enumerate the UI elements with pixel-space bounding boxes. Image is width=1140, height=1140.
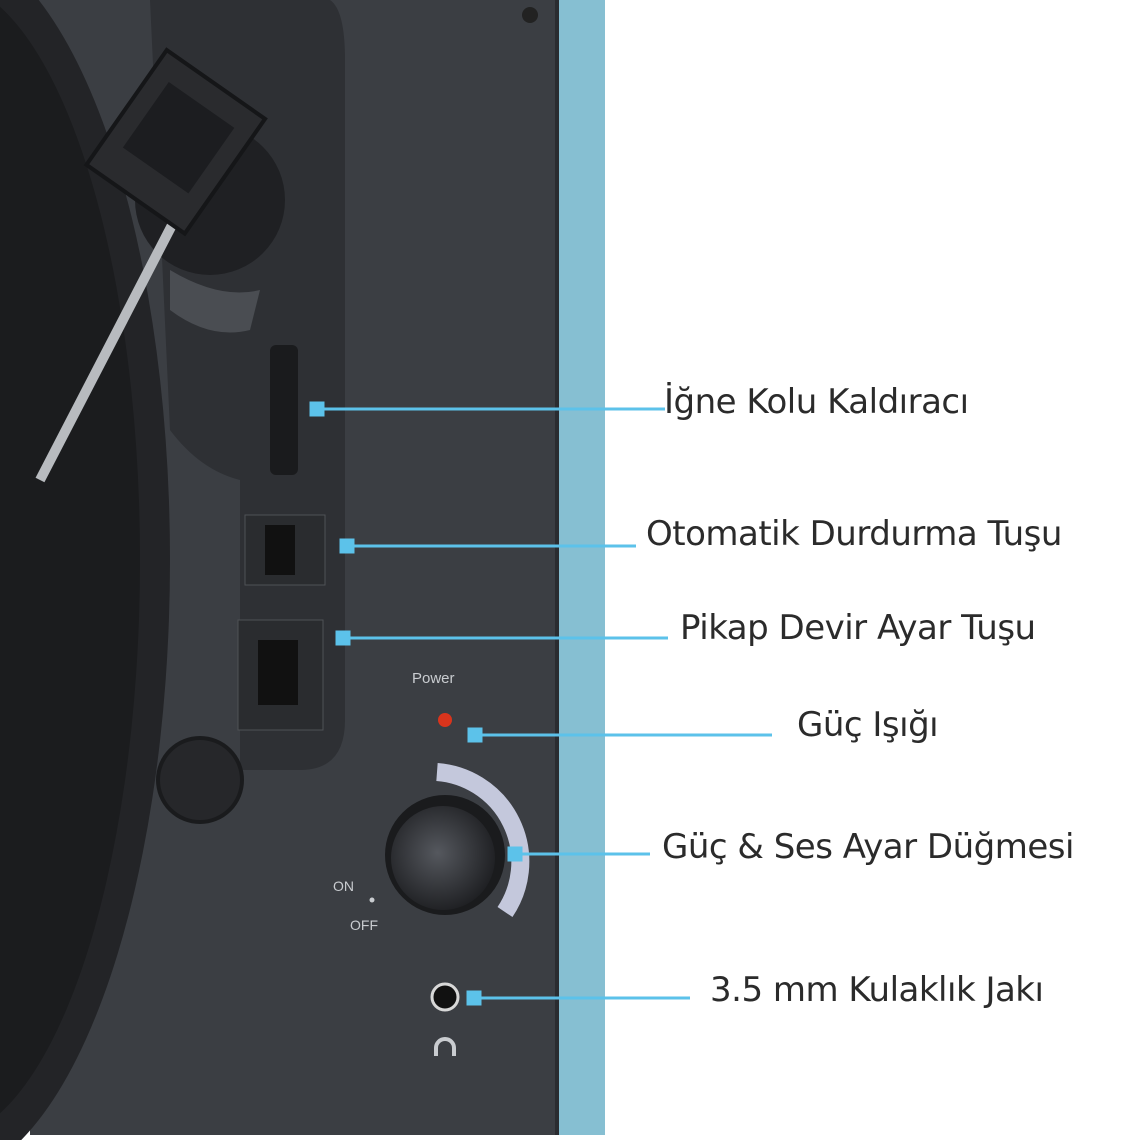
off-print: OFF <box>350 917 378 933</box>
blue-side-stripe <box>557 0 605 1135</box>
headphone-jack <box>430 982 460 1012</box>
callout-label-volume-knob: Güç & Ses Ayar Düğmesi <box>662 827 1074 867</box>
tonearm <box>35 197 190 483</box>
callout-lines <box>309 401 772 1006</box>
callout-label-tonearm-lift: İğne Kolu Kaldıracı <box>664 382 969 422</box>
headshell <box>83 47 268 237</box>
callout-label-auto-stop: Otomatik Durdurma Tuşu <box>646 514 1062 554</box>
callout-label-power-light: Güç Işığı <box>797 705 939 745</box>
tonearm-lift-lever <box>270 345 298 475</box>
headphone-icon <box>434 1037 456 1056</box>
power-print: Power <box>412 670 455 687</box>
on-print: ON <box>333 878 354 894</box>
callout-label-speed: Pikap Devir Ayar Tuşu <box>680 608 1036 648</box>
power-led <box>438 713 452 727</box>
volume-arc <box>436 763 530 918</box>
volume-knob <box>391 806 495 910</box>
callout-label-headphone: 3.5 mm Kulaklık Jakı <box>710 970 1044 1010</box>
